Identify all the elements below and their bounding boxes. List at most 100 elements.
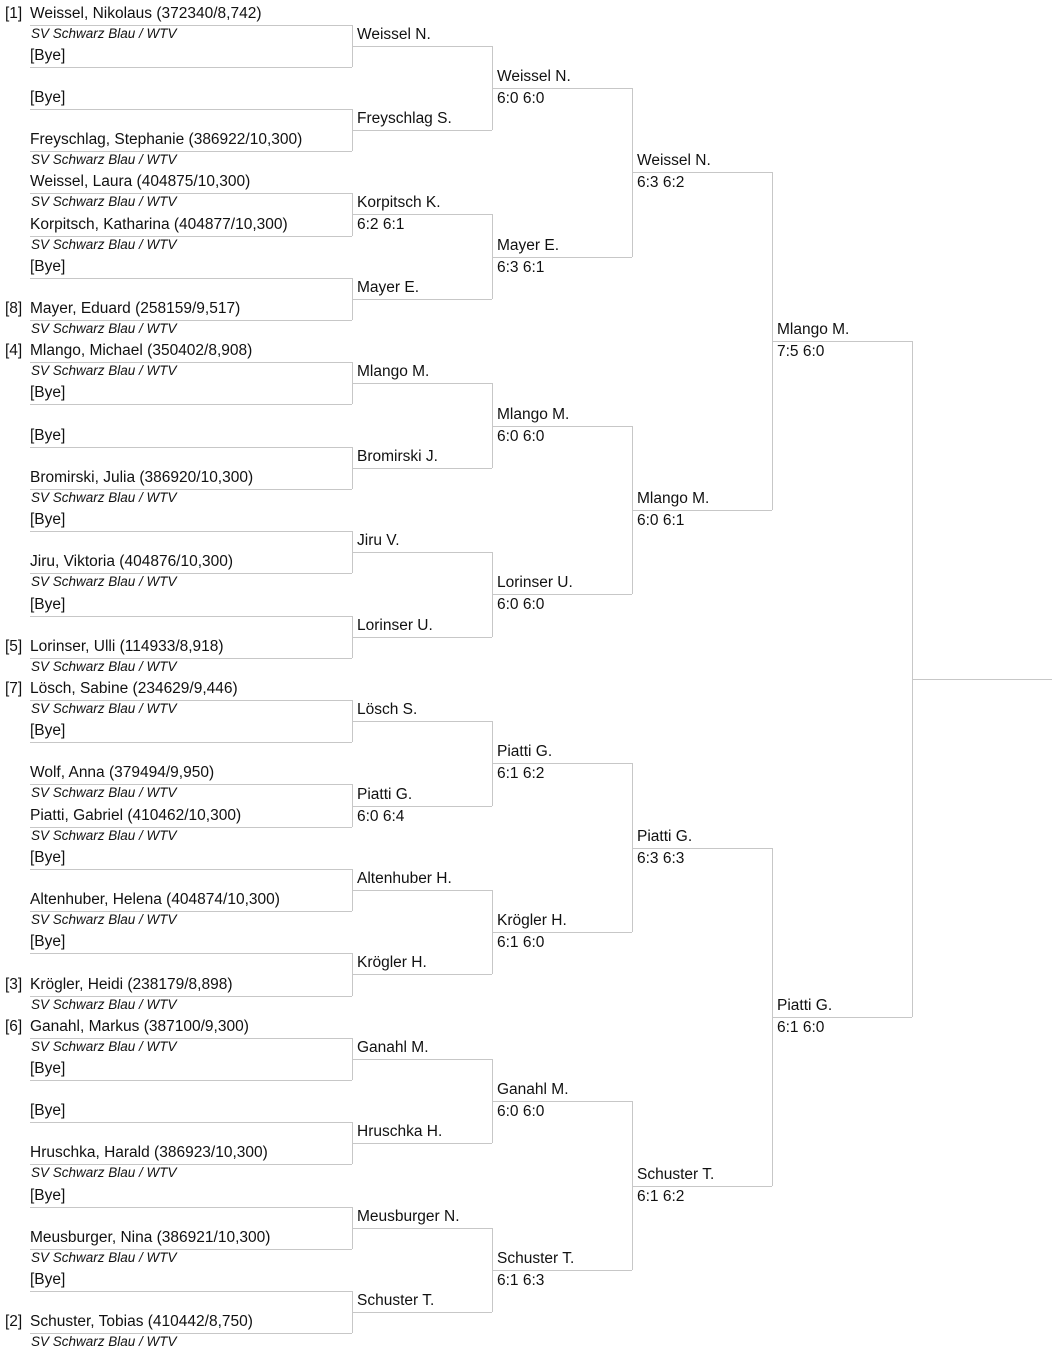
player-name: [Bye]: [30, 595, 66, 613]
player-name: [Bye]: [30, 933, 66, 951]
result-line: [352, 1312, 492, 1314]
result-line: [632, 847, 772, 849]
club-label: SV Schwarz Blau / WTV: [31, 658, 177, 674]
entry-line: [30, 404, 352, 406]
winner-name: Schuster T.: [357, 1292, 435, 1310]
player-name: [Bye]: [30, 1102, 66, 1120]
entry-line: [30, 151, 352, 153]
match-score: 7:5 6:0: [777, 343, 825, 361]
match-score: 6:0 6:4: [357, 807, 405, 825]
match-score: 6:0 6:0: [497, 1103, 545, 1121]
player-name: Hruschka, Harald (386923/10,300): [30, 1144, 268, 1162]
club-label: SV Schwarz Blau / WTV: [31, 1165, 177, 1181]
club-label: SV Schwarz Blau / WTV: [31, 152, 177, 168]
entry-line: [30, 362, 352, 364]
club-label: SV Schwarz Blau / WTV: [31, 1334, 177, 1350]
player-name: Altenhuber, Helena (404874/10,300): [30, 891, 280, 909]
entry-line: [30, 235, 352, 237]
bracket-connector: [492, 1058, 493, 1144]
entry-line: [30, 277, 352, 279]
club-label: SV Schwarz Blau / WTV: [31, 1249, 177, 1265]
winner-name: Altenhuber H.: [357, 870, 452, 887]
match-score: 6:3 6:2: [637, 174, 685, 192]
result-line: [492, 425, 632, 427]
entry-line: [30, 446, 352, 448]
winner-name: Piatti G.: [497, 743, 553, 761]
result-line: [352, 214, 492, 216]
entry-line: [30, 953, 352, 955]
entry-line: [30, 911, 352, 913]
entry-line: [30, 742, 352, 744]
club-label: SV Schwarz Blau / WTV: [31, 194, 177, 210]
entry-line: [30, 193, 352, 195]
winner-name: Korpitsch K.: [357, 194, 441, 212]
club-label: SV Schwarz Blau / WTV: [31, 574, 177, 590]
result-line: [912, 678, 1052, 680]
result-line: [492, 594, 632, 596]
match-score: 6:1 6:0: [497, 934, 545, 952]
result-line: [352, 1143, 492, 1145]
club-label: SV Schwarz Blau / WTV: [31, 996, 177, 1012]
result-line: [492, 87, 632, 89]
player-name: Weissel, Laura (404875/10,300): [30, 173, 251, 191]
winner-name: Ganahl M.: [357, 1038, 429, 1056]
player-name: Piatti, Gabriel (410462/10,300): [30, 806, 242, 824]
seed-label: [5]: [5, 637, 23, 655]
winner-name: Krögler H.: [497, 912, 567, 930]
bracket-connector: [912, 341, 913, 1017]
player-name: Weissel, Nikolaus (372340/8,742): [30, 4, 262, 22]
player-name: [Bye]: [30, 384, 66, 402]
winner-name: Lösch S.: [357, 701, 418, 719]
entry-line: [30, 784, 352, 786]
winner-name: Weissel N.: [637, 152, 711, 170]
winner-name: Piatti G.: [637, 827, 693, 845]
match-score: 6:1 6:0: [777, 1018, 825, 1036]
match-score: 6:0 6:0: [497, 596, 545, 614]
winner-name: Schuster T.: [637, 1165, 715, 1183]
winner-name: Piatti G.: [777, 996, 833, 1014]
result-line: [352, 1058, 492, 1060]
result-line: [492, 1269, 632, 1271]
winner-name: Mlango M.: [777, 321, 850, 339]
player-name: [Bye]: [30, 511, 66, 529]
result-line: [492, 1101, 632, 1103]
match-score: 6:0 6:0: [497, 427, 545, 445]
winner-name: Bromirski J.: [357, 447, 438, 465]
bracket-connector: [352, 531, 353, 574]
player-name: Mayer, Eduard (258159/9,517): [30, 300, 241, 318]
player-name: [Bye]: [30, 46, 66, 64]
player-name: Wolf, Anna (379494/9,950): [30, 764, 215, 782]
winner-name: Weissel N.: [357, 25, 431, 43]
player-name: [Bye]: [30, 1186, 66, 1204]
seed-label: [7]: [5, 680, 23, 698]
result-line: [772, 341, 912, 343]
winner-name: Mayer E.: [357, 278, 420, 296]
entry-line: [30, 615, 352, 617]
entry-line: [30, 573, 352, 575]
winner-name: Hruschka H.: [357, 1123, 443, 1141]
entry-line: [30, 66, 352, 68]
winner-name: Piatti G.: [357, 785, 413, 803]
entry-line: [30, 1037, 352, 1039]
result-line: [492, 256, 632, 258]
match-score: 6:1 6:2: [497, 765, 545, 783]
result-line: [492, 763, 632, 765]
player-name: Lorinser, Ulli (114933/8,918): [30, 637, 224, 655]
player-name: Freyschlag, Stephanie (386922/10,300): [30, 131, 303, 149]
club-label: SV Schwarz Blau / WTV: [31, 25, 177, 41]
result-line: [352, 45, 492, 47]
result-line: [352, 636, 492, 638]
player-name: Mlango, Michael (350402/8,908): [30, 342, 253, 360]
seed-label: [8]: [5, 300, 23, 318]
player-name: [Bye]: [30, 722, 66, 740]
result-line: [352, 890, 492, 891]
seed-label: [2]: [5, 1313, 23, 1331]
result-line: [352, 805, 492, 807]
result-line: [352, 721, 492, 723]
player-name: [Bye]: [30, 88, 66, 106]
club-label: SV Schwarz Blau / WTV: [31, 912, 177, 928]
result-line: [352, 130, 492, 132]
winner-name: Mlango M.: [497, 405, 570, 423]
club-label: SV Schwarz Blau / WTV: [31, 785, 177, 801]
